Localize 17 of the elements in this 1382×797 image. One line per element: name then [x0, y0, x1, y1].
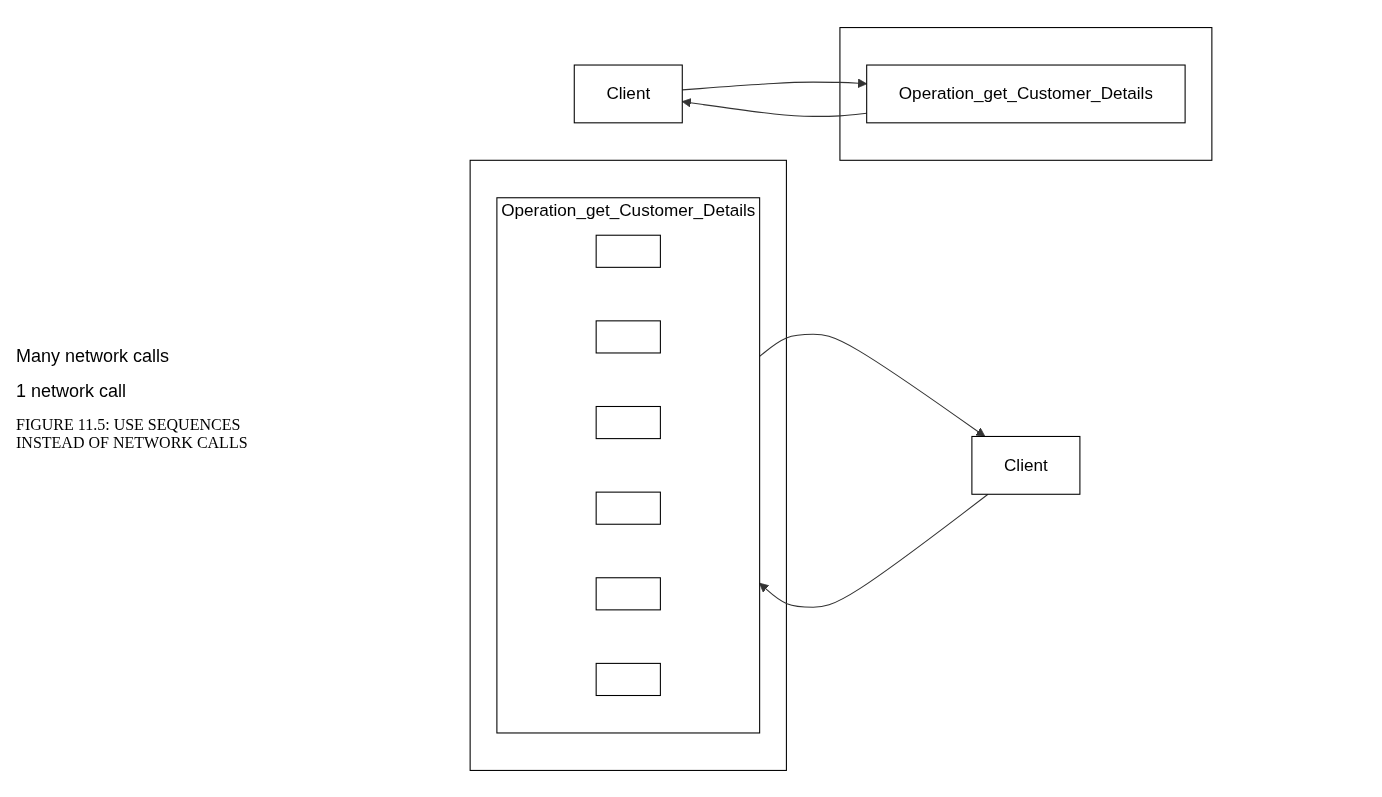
node-box: Operation_get_Customer_Details: [866, 64, 1186, 123]
node-box: [595, 234, 661, 268]
cluster: Operation_get_Customer_Details: [496, 196, 761, 733]
node-box: [595, 491, 661, 525]
node-box: [595, 662, 661, 696]
note-text: Many network calls: [16, 345, 171, 367]
node-box: [595, 405, 661, 439]
arrow: [759, 333, 986, 437]
cluster: [469, 159, 787, 771]
node-box: [595, 319, 661, 353]
cluster: [839, 26, 1213, 161]
node-box: [595, 576, 661, 610]
node-box: Client: [971, 435, 1081, 495]
note-text: 1 network call: [16, 380, 128, 402]
node-box: Client: [573, 64, 683, 123]
arrow: [759, 493, 989, 608]
figure-caption: FIGURE 11.5: USE SEQUENCES INSTEAD OF NETWORK CALLS: [16, 415, 249, 452]
